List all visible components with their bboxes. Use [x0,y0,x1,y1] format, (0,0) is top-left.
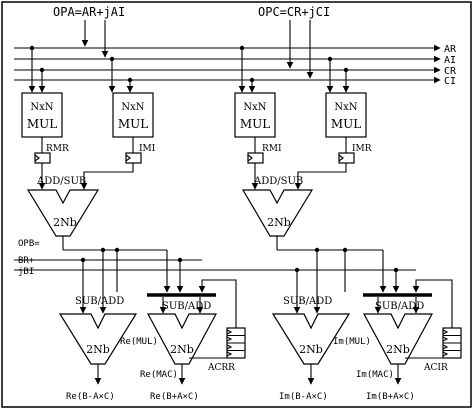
adder-upper-im: 2Nb [241,189,314,237]
mul-label-bottom: MUL [331,117,361,131]
reg-label-imi: IMI [139,144,156,154]
adder-label: 2Nb [267,216,291,229]
upper-addsub-label-re: ADD/SUB [36,176,86,187]
bus-taps [28,45,350,93]
reg-label-imr: IMR [352,144,372,154]
re-mac-label: Re(MAC) [140,370,178,380]
adder-im-mac: 2Nb [362,313,434,365]
adder-label: 2Nb [53,216,77,229]
acir-label: ACIR [423,363,448,373]
opc-label: OPC=CR+jCI [258,5,330,19]
adder-label: 2Nb [170,343,194,356]
opb-label: OPB= [18,239,40,249]
adder-re-sub: 2Nb [58,313,138,365]
adder-label: 2Nb [299,343,323,356]
opb-bi-label: jBI [18,267,34,277]
acir-feedback [412,279,453,330]
reg-label-rmi: RMI [262,144,282,154]
bus-ci-label: CI [444,76,456,87]
opa-label: OPA=AR+jAI [53,5,125,19]
mul-label-bottom: MUL [118,117,148,131]
adder-label: 2Nb [86,343,110,356]
multiplier-imi: NxN MUL [112,92,154,138]
middle-wiring [14,236,416,314]
adder-im-sub: 2Nb [271,313,351,365]
mul-label-bottom: MUL [27,117,57,131]
output-re-bpac: Re(B+A×C) [150,392,199,402]
input-buses: AR AI CR CI [14,44,457,87]
mul-label-top: NxN [121,102,144,113]
adder-upper-re: 2Nb [26,189,100,237]
im-mul-label: Im(MUL) [333,337,371,347]
im-mac-label: Im(MAC) [356,370,394,380]
multiplier-rmr: NxN MUL [21,92,63,138]
subadd-label-im-mac: SUB/ADD [375,301,424,312]
bus-cr-label: CR [444,66,457,77]
subadd-label-re-mac: SUB/ADD [162,301,211,312]
product-registers: RMR IMI RMI IMR [34,137,372,164]
acrr-feedback [198,279,237,330]
adder-label: 2Nb [386,343,410,356]
opb-br-label: BR+ [18,256,35,266]
upper-wiring [38,163,347,190]
subadd-label-im-sub: SUB/ADD [283,296,332,307]
bus-ai-label: AI [444,55,456,66]
adder-re-mac: 2Nb [146,313,218,365]
re-mul-label: Re(MUL) [120,337,158,347]
subadd-label-re-sub: SUB/ADD [75,296,124,307]
mul-label-top: NxN [243,102,266,113]
mul-label-top: NxN [30,102,53,113]
acir-register [442,327,462,359]
mul-label-top: NxN [334,102,357,113]
output-im-bac: Im(B-A×C) [279,392,328,402]
output-re-bac: Re(B-A×C) [66,392,115,402]
multiplier-imr: NxN MUL [325,92,367,138]
acrr-register [226,327,246,359]
acrr-label: ACRR [207,363,235,373]
upper-addsub-label-im: ADD/SUB [253,176,303,187]
mul-label-bottom: MUL [240,117,270,131]
bus-ar-label: AR [444,44,457,55]
output-im-bpac: Im(B+A×C) [366,392,415,402]
reg-label-rmr: RMR [46,144,69,154]
multiplier-rmi: NxN MUL [234,92,276,138]
